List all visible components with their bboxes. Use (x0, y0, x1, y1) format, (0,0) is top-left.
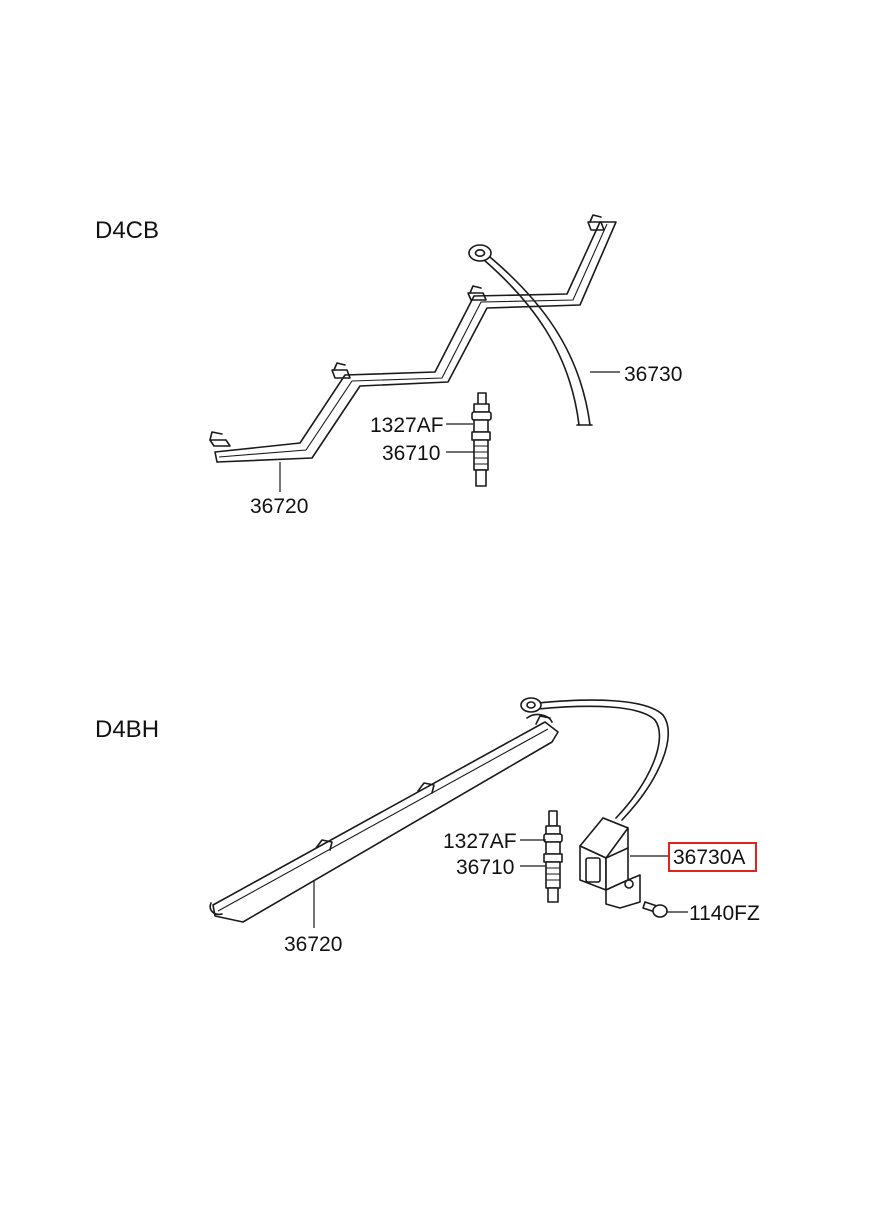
label-36710-top: 36710 (382, 442, 440, 465)
label-36720-top: 36720 (250, 495, 308, 518)
bolt-1140fz[interactable] (642, 901, 668, 918)
label-36720-bottom: 36720 (284, 933, 342, 956)
cable-36730[interactable] (468, 244, 593, 426)
glow-plug-d4bh[interactable] (543, 810, 563, 903)
highlight-box-36730a (668, 842, 757, 872)
section-title-d4cb: D4CB (95, 217, 159, 244)
glow-plug-d4cb[interactable] (471, 392, 492, 487)
section-d4bh: D4BH (95, 697, 760, 956)
cable-assembly-36730a[interactable] (520, 697, 670, 909)
section-title-d4bh: D4BH (95, 716, 159, 743)
bus-bar-d4cb[interactable] (209, 214, 617, 463)
label-36730a: 36730A (673, 846, 745, 869)
label-36730: 36730 (624, 363, 682, 386)
label-1140fz: 1140FZ (689, 902, 760, 925)
label-36710-bottom: 36710 (456, 856, 514, 879)
label-1327af-bottom: 1327AF (443, 830, 517, 853)
label-1327af-top: 1327AF (370, 414, 444, 437)
bus-bar-d4bh[interactable] (209, 713, 559, 923)
section-d4cb: D4CB (95, 214, 682, 518)
